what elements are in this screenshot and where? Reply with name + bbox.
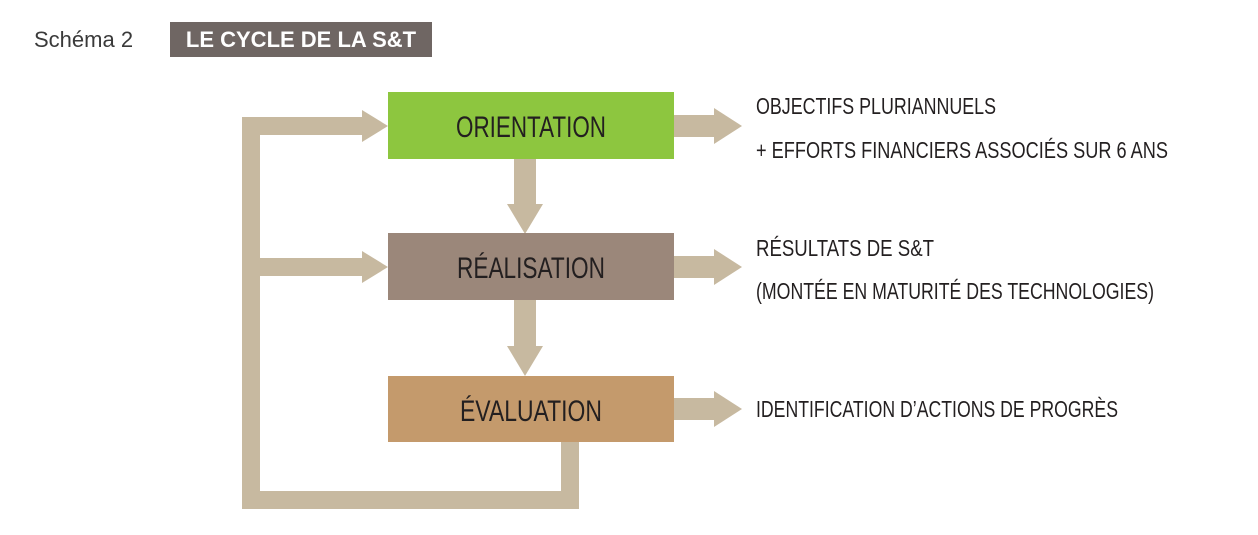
evaluation-box xyxy=(388,376,674,442)
orientation-output-line-2: + EFFORTS FINANCIERS ASSOCIÉS SUR 6 ANS xyxy=(756,137,1168,163)
realisation-label: RÉALISATION xyxy=(457,252,605,285)
realisation-output-line-1: RÉSULTATS DE S&T xyxy=(756,235,934,261)
down-arrow-1-head xyxy=(507,204,543,234)
realisation-output-line-2: (MONTÉE EN MATURITÉ DES TECHNOLOGIES) xyxy=(756,278,1154,304)
right-arrow-2-shaft xyxy=(673,256,715,278)
down-arrow-2-shaft xyxy=(514,300,536,347)
right-arrow-1-head xyxy=(714,108,742,144)
evaluation-output-line-1: IDENTIFICATION D’ACTIONS DE PROGRÈS xyxy=(756,396,1118,422)
loop-arrowhead-realisation xyxy=(362,251,388,283)
orientation-box xyxy=(388,92,674,159)
feedback-loop-arrow xyxy=(242,117,579,509)
orientation-output-line-1: OBJECTIFS PLURIANNUELS xyxy=(756,93,996,119)
right-arrow-2-head xyxy=(714,249,742,285)
right-arrow-3-shaft xyxy=(673,398,715,420)
orientation-label: ORIENTATION xyxy=(456,111,606,144)
diagram-title: LE CYCLE DE LA S&T xyxy=(170,22,432,57)
realisation-box xyxy=(388,233,674,300)
evaluation-label: ÉVALUATION xyxy=(460,395,602,428)
right-arrow-3-head xyxy=(714,391,742,427)
down-arrow-2-head xyxy=(507,346,543,376)
right-arrow-1-shaft xyxy=(673,115,715,137)
schema-number: Schéma 2 xyxy=(34,27,134,52)
down-arrow-1-shaft xyxy=(514,159,536,205)
loop-arrowhead-orientation xyxy=(362,110,388,142)
